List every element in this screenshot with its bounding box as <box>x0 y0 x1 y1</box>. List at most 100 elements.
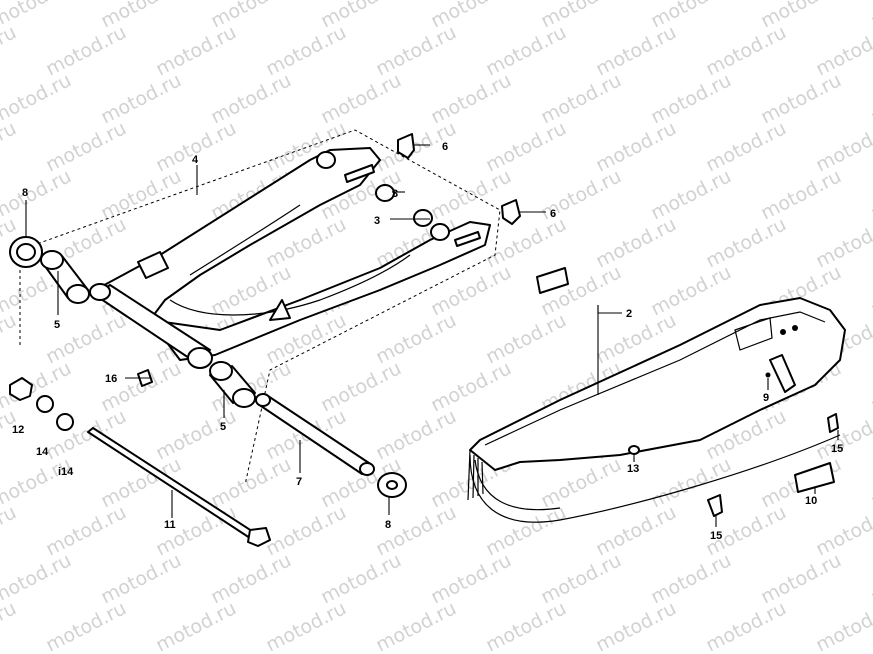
bolt-part-15b <box>707 494 723 517</box>
watermark-text: motod.ru <box>647 261 735 320</box>
watermark-text: motod.ru <box>97 69 185 128</box>
watermark-text: motod.ru <box>757 165 845 224</box>
watermark-text: motod.ru <box>0 165 75 224</box>
watermark-text: motod.ru <box>867 165 873 224</box>
watermark-text: motod.ru <box>42 405 130 464</box>
watermark-text: motod.ru <box>97 549 185 608</box>
callout-13: 13 <box>627 463 639 475</box>
adjuster-part-6a <box>397 133 415 159</box>
watermark-text: motod.ru <box>97 357 185 416</box>
watermark-text: motod.ru <box>152 117 240 176</box>
watermark-text: motod.ru <box>0 501 20 560</box>
watermark-text: motod.ru <box>812 405 873 464</box>
watermark-text: motod.ru <box>42 501 130 560</box>
watermark-text: motod.ru <box>592 117 680 176</box>
watermark-text: motod.ru <box>482 21 570 80</box>
washer-part-8b <box>377 472 407 498</box>
watermark-text: motod.ru <box>592 213 680 272</box>
washer-part-14a <box>36 395 54 413</box>
watermark-text: motod.ru <box>427 357 515 416</box>
watermark-text: motod.ru <box>42 21 130 80</box>
callout-4: 4 <box>192 154 199 166</box>
watermark-text: motod.ru <box>867 261 873 320</box>
watermark-text: motod.ru <box>317 357 405 416</box>
watermark-text: motod.ru <box>482 501 570 560</box>
callout-8b: 8 <box>385 519 391 531</box>
watermark-text: motod.ru <box>867 549 873 608</box>
watermark-text: motod.ru <box>42 117 130 176</box>
watermark-text: motod.ru <box>0 549 75 608</box>
watermark-text: motod.ru <box>317 549 405 608</box>
watermark-text: motod.ru <box>152 597 240 654</box>
watermark-text: motod.ru <box>372 21 460 80</box>
watermark-text: motod.ru <box>427 261 515 320</box>
swingarm-part-4 <box>89 147 491 369</box>
watermark-text: motod.ru <box>207 549 295 608</box>
watermark-text: motod.ru <box>372 309 460 368</box>
watermark-text: motod.ru <box>647 549 735 608</box>
callout-15b: 15 <box>710 530 722 542</box>
watermark-text: motod.ru <box>152 21 240 80</box>
watermark-text: motod.ru <box>812 213 873 272</box>
watermark-text: motod.ru <box>702 21 790 80</box>
watermark-text: motod.ru <box>702 597 790 654</box>
watermark-text: motod.ru <box>482 597 570 654</box>
watermark-text: motod.ru <box>207 453 295 512</box>
watermark-text: motod.ru <box>372 405 460 464</box>
watermark-text: motod.ru <box>0 21 20 80</box>
callout-9: 9 <box>763 392 769 404</box>
watermark-text: motod.ru <box>482 309 570 368</box>
watermark-text: motod.ru <box>812 21 873 80</box>
watermark-text: motod.ru <box>757 69 845 128</box>
watermark-text: motod.ru <box>647 69 735 128</box>
chain-case-part-2 <box>469 297 846 471</box>
watermark-text: motod.ru <box>317 69 405 128</box>
watermark-text: motod.ru <box>0 453 75 512</box>
watermark-text: motod.ru <box>867 69 873 128</box>
callout-12: 12 <box>12 424 24 436</box>
leader-lines <box>25 144 839 527</box>
watermark-text: motod.ru <box>812 117 873 176</box>
watermark-text: motod.ru <box>537 453 625 512</box>
washer-part-14b <box>56 413 74 431</box>
watermark-text: motod.ru <box>97 165 185 224</box>
callout-2: 2 <box>626 308 632 320</box>
watermark-text: motod.ru <box>537 549 625 608</box>
watermark-text: motod.ru <box>812 501 873 560</box>
watermark-text: motod.ru <box>867 453 873 512</box>
label-plate-part-2 <box>536 267 569 294</box>
swingarm-assembly <box>9 129 521 547</box>
callout-8a: 8 <box>22 187 28 199</box>
watermark-text: motod.ru <box>427 549 515 608</box>
watermark-text: motod.ru <box>757 549 845 608</box>
adjuster-part-6b <box>501 199 521 225</box>
bolt-part-15a <box>827 413 839 433</box>
callout-5a: 5 <box>54 319 60 331</box>
watermark-text: motod.ru <box>0 69 75 128</box>
watermark-text: motod.ru <box>867 0 873 32</box>
label-plate-part-10 <box>794 462 835 493</box>
collar-part-7 <box>255 393 375 476</box>
watermark-text: motod.ru <box>42 597 130 654</box>
callout-16: 16 <box>105 373 117 385</box>
callout-5b: 5 <box>220 421 226 433</box>
watermark-text: motod.ru <box>537 261 625 320</box>
watermark-text: motod.ru <box>427 165 515 224</box>
watermark-text: motod.ru <box>427 69 515 128</box>
callout-6b: 6 <box>550 208 556 220</box>
watermark-text: motod.ru <box>152 405 240 464</box>
watermark-text: motod.ru <box>262 21 350 80</box>
callout-3a: 3 <box>392 188 398 200</box>
bushing-part-3b <box>413 209 433 227</box>
callout-15a: 15 <box>831 443 843 455</box>
watermark-text: motod.ru <box>0 597 20 654</box>
watermark-text: motod.ru <box>702 213 790 272</box>
callout-14b: i14 <box>58 466 74 478</box>
bushing-part-3a <box>375 184 395 202</box>
chain-case-assembly <box>467 267 846 523</box>
bushing-part-5a <box>40 250 90 304</box>
seal-part-8a <box>9 236 43 268</box>
nut-part-12 <box>9 377 33 401</box>
callout-14a: 14 <box>36 446 49 458</box>
